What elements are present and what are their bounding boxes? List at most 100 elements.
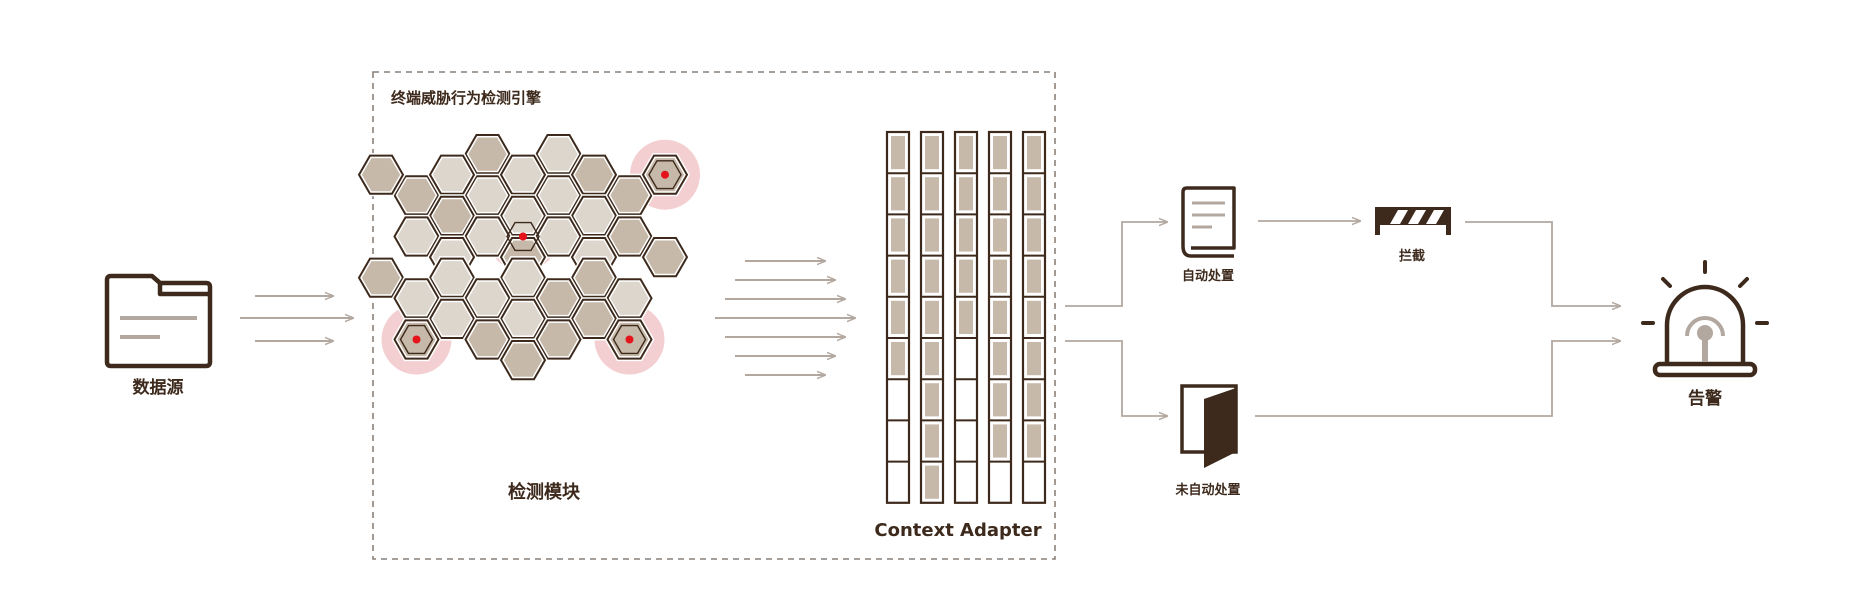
hexagon-outline [570,298,618,339]
hexagon-outline [535,319,582,360]
door-icon [1180,384,1238,468]
hexagon-outline [464,134,511,175]
hexagon-outline [393,175,440,216]
folder-icon [104,273,213,369]
adapter-cell-filled [1027,259,1041,293]
adapter-cell-filled [925,218,939,252]
book-lines [1192,201,1225,229]
adapter-cell-filled [1027,342,1041,376]
adapter-cell-filled [891,177,905,211]
adapter-cell-filled [891,259,905,293]
hexagon-outline [499,257,547,298]
adapter-cell-filled [925,383,939,417]
adapter-cell-filled [959,177,973,211]
adapter-cell-filled [1027,383,1041,417]
hexagon-inner-ring [399,324,434,355]
hexagon-inner-ring [648,160,682,190]
hexagon-outline [570,257,618,298]
hexagon-outline [428,154,476,195]
adapter-cell-filled [993,259,1007,293]
adapter-cell-filled [925,300,939,334]
adapter-cell-filled [959,136,973,170]
hexagon-outline [393,278,440,319]
adapter-cell-filled [925,465,939,499]
hexagon-outline [464,278,511,319]
hexagon-outline [428,298,476,339]
hexagon-outline [570,154,618,195]
adapter-cell-filled [993,177,1007,211]
hexagon-outline [464,216,511,257]
adapter-cell-filled [1027,177,1041,211]
hexagon-outline [393,319,440,360]
threat-dot [661,170,669,179]
hexagon-outline [464,175,511,216]
hexagon-outline [428,195,476,236]
source-arrows [240,296,353,341]
barrier-icon [1375,207,1451,235]
threat-dot [625,335,634,344]
output-connectors [1065,221,1620,416]
hexagon-outline [641,237,689,278]
hexagon-outline [357,154,405,195]
manual-label: 未自动处置 [1174,482,1240,498]
adapter-cell-filled [959,218,973,252]
adapter-cell-filled [1027,136,1041,170]
hexagon-outline [464,319,511,360]
threat-dot [412,335,421,344]
block-label: 拦截 [1399,248,1425,264]
adapter-cell-filled [925,136,939,170]
alert-label: 告警 [1688,388,1722,409]
hexagon-outline [606,278,653,319]
adapter-cell-filled [993,300,1007,334]
adapter-cell-filled [891,342,905,376]
adapter-cell-filled [1027,218,1041,252]
book-icon [1181,186,1236,258]
hexagon-outline [535,278,582,319]
adapter-cell-filled [993,342,1007,376]
siren-icon [1641,260,1769,378]
adapter-cell-filled [1027,300,1041,334]
hexagon-outline [499,195,547,236]
source-label: 数据源 [133,377,184,398]
hexagon-outline [606,216,653,257]
hexagon-outline [606,175,653,216]
adapter-cell-filled [925,177,939,211]
hexagon-outline [535,134,582,175]
adapter-cell-filled [891,136,905,170]
adapter-cell-filled [925,259,939,293]
detection-module-hexagons [356,132,700,382]
hexagon-outline [641,154,689,195]
hexagon-outline [428,257,476,298]
hexagon-outline [499,298,547,339]
adapter-cell-filled [1027,424,1041,458]
adapter-cell-filled [925,342,939,376]
threat-dot [519,232,527,241]
hexagon-outline [499,340,547,381]
context-adapter-columns [885,130,1047,504]
adapter-cell-filled [959,259,973,293]
hexagon-outline [606,319,653,360]
adapter-cell-filled [993,136,1007,170]
adapter-cell-filled [959,300,973,334]
hexagon-inner-ring [612,324,647,355]
hexagon-outline [535,216,582,257]
adapter-cell-filled [993,218,1007,252]
adapter-arrows [715,261,855,375]
hexagon-outline [499,154,547,195]
hexagon-outline [393,216,440,257]
hexagon-outline [535,175,582,216]
hexagon-outline [357,257,405,298]
adapter-cell-filled [891,218,905,252]
hexagon-inner-ring [506,221,540,252]
adapter-cell-filled [993,424,1007,458]
adapter-label: Context Adapter [874,520,1041,541]
engine-box [372,71,1056,560]
auto-label: 自动处置 [1182,268,1234,284]
detection-label: 检测模块 [508,481,581,503]
adapter-cell-filled [993,383,1007,417]
engine-title: 终端威胁行为检测引擎 [391,89,541,107]
hexagon-outline [570,195,618,236]
adapter-cell-filled [925,424,939,458]
adapter-cell-filled [891,300,905,334]
